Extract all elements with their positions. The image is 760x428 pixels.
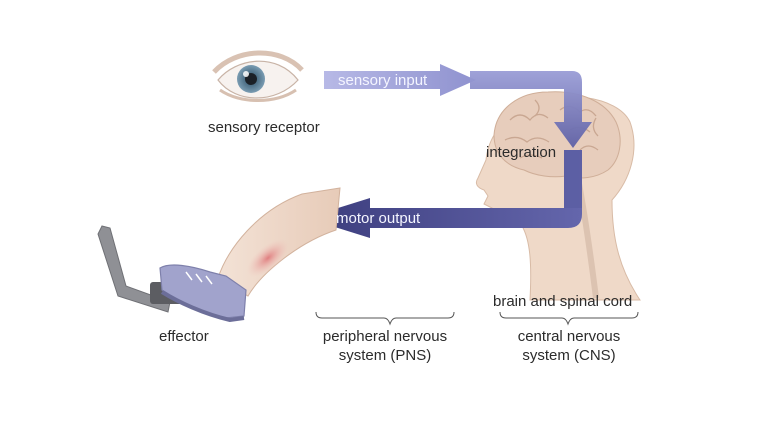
- motor-output-arrow: [306, 150, 582, 238]
- sensory-receptor-label: sensory receptor: [208, 119, 320, 136]
- eye-icon: [212, 50, 304, 102]
- brain-icon: [493, 91, 621, 179]
- leg-icon: [217, 187, 341, 297]
- pns-label-line1: peripheral nervous: [322, 328, 448, 345]
- pns-label-line2: system (PNS): [338, 347, 432, 364]
- motor-output-label: motor output: [336, 210, 421, 227]
- cns-label-line1: central nervous: [517, 328, 621, 345]
- pns-bracket: [315, 311, 455, 326]
- brain-and-spinal-cord-label: brain and spinal cord: [493, 293, 633, 310]
- integration-label: integration: [486, 144, 557, 161]
- muscle-highlight: [246, 238, 290, 278]
- cns-bracket: [499, 311, 639, 326]
- effector-label: effector: [159, 328, 209, 345]
- sensory-input-arrow: [324, 64, 592, 148]
- cns-label-line2: system (CNS): [522, 347, 616, 364]
- sensory-input-label: sensory input: [338, 72, 428, 89]
- shoe-icon: [159, 264, 247, 323]
